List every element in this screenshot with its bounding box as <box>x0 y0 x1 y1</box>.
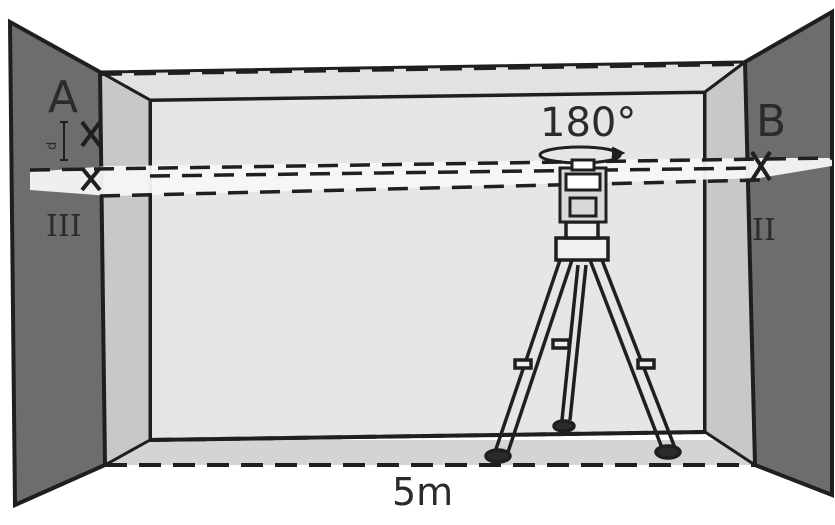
difference-label: d <box>45 142 60 150</box>
rotation-angle-label: 180° <box>540 100 636 146</box>
cross-mark-icon <box>80 166 102 192</box>
right-side-wall <box>742 8 834 498</box>
distance-label: 5m <box>392 470 453 514</box>
mark-ii-label: II <box>752 213 776 248</box>
back-floor-dash-line <box>149 430 706 442</box>
left-inner-trim <box>98 69 152 468</box>
laser-line-middle <box>149 166 761 178</box>
point-a-label: A <box>48 72 78 123</box>
cross-mark-icon <box>750 150 772 182</box>
mark-iii-label: III <box>46 209 82 244</box>
room-edge-dashes <box>99 62 755 467</box>
cross-mark-icon <box>80 120 102 148</box>
ceiling-dash-line <box>99 62 746 76</box>
laser-line-upper <box>29 156 833 172</box>
laser-line-lower <box>99 178 761 198</box>
point-b-label: B <box>756 96 786 147</box>
tripod-icon <box>484 220 682 464</box>
difference-bracket <box>60 121 68 161</box>
floor <box>105 440 755 465</box>
laser-lines <box>29 156 833 198</box>
rotating-laser-icon <box>558 158 608 224</box>
